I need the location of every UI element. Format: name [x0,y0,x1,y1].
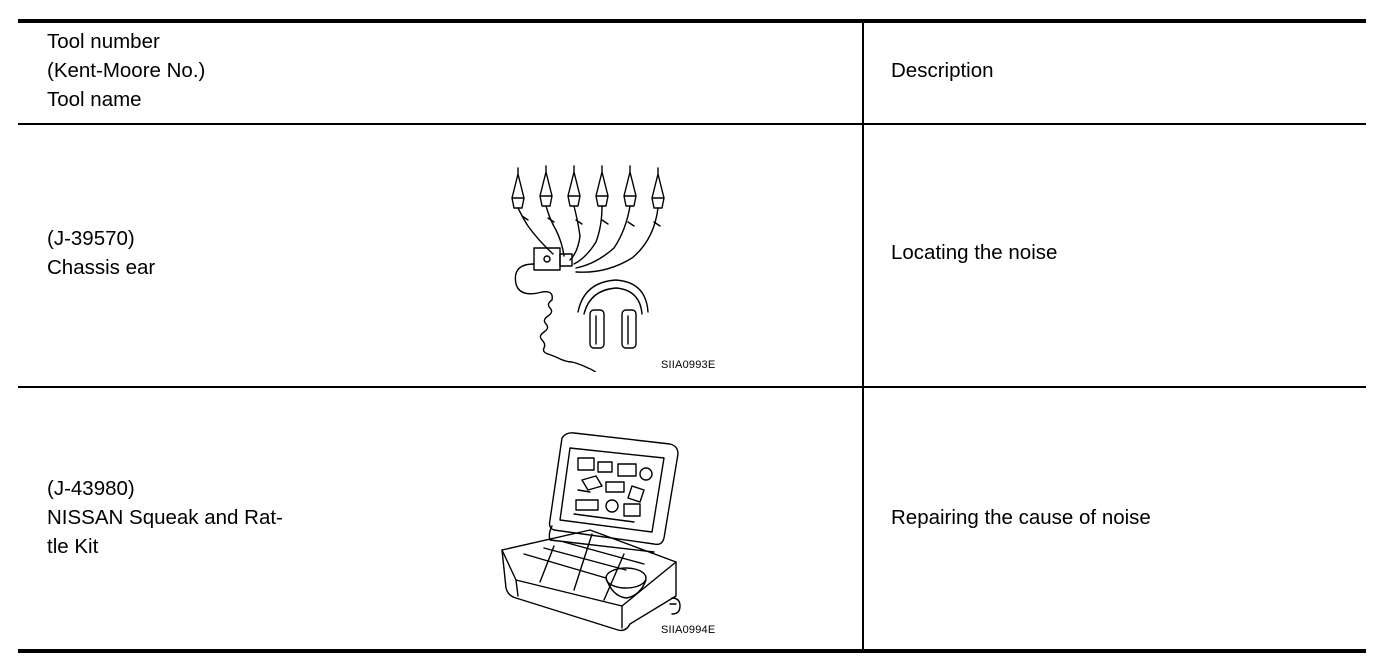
clip-icon [567,165,581,207]
clip-icon [651,167,665,209]
row1-tool-name: Chassis ear [47,256,156,279]
row1-figure-code: SIIA0993E [661,359,716,371]
header-description: Description [891,59,994,82]
clip-icon [595,165,609,207]
header-tool-line1: Tool number [47,30,160,53]
row1-tool-number: (J-39570) [47,227,135,250]
row2-tool-number: (J-43980) [47,477,135,500]
chassis-ear-headphones-illustration [511,165,665,372]
table-bottom-rule [18,649,1366,653]
row-divider [18,386,1366,388]
row2-tool-name-line2: tle Kit [47,535,99,558]
header-tool-line2: (Kent-Moore No.) [47,59,206,82]
header-bottom-rule [18,123,1366,125]
row2-tool-name-line1: NISSAN Squeak and Rat- [47,506,283,529]
row2-description: Repairing the cause of noise [891,506,1151,529]
table-top-rule [18,19,1366,23]
clip-icon [511,167,525,209]
clip-icon [539,165,553,207]
row1-description: Locating the noise [891,241,1058,264]
column-divider [862,22,864,652]
open-toolcase-illustration [501,432,681,632]
row2-figure-code: SIIA0994E [661,624,716,636]
header-tool-line3: Tool name [47,88,142,111]
clip-icon [623,165,637,207]
